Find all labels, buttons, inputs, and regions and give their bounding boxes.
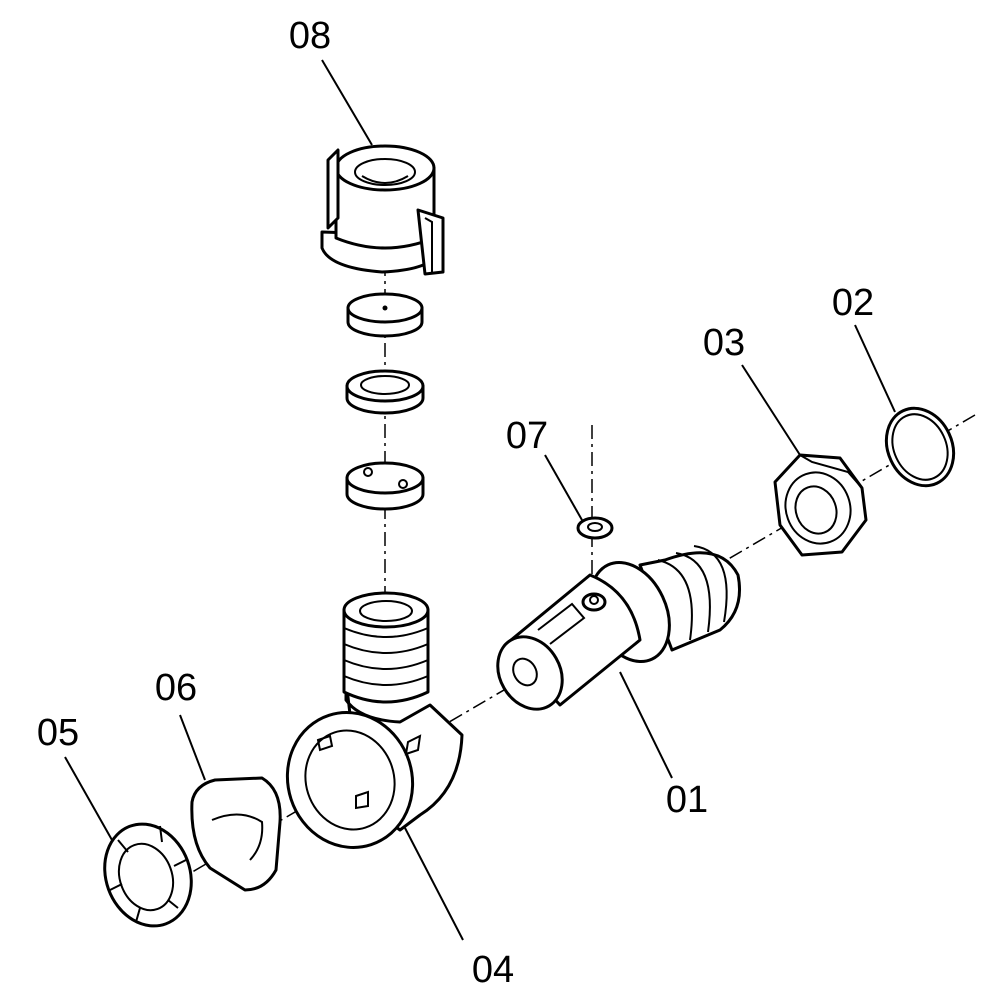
- callout-04: 04: [472, 949, 514, 991]
- callout-08: 08: [289, 15, 331, 57]
- callout-03: 03: [703, 322, 745, 364]
- callout-02: 02: [832, 282, 874, 324]
- callout-01: 01: [666, 779, 708, 821]
- callout-07: 07: [506, 415, 548, 457]
- part-08-cap: [320, 144, 445, 276]
- part-06-crescent-shim: [190, 776, 282, 892]
- part-04-elbow-housing: [285, 591, 464, 849]
- callout-labels: 08 02 03 07 06 05 01 04: [37, 15, 874, 991]
- part-01-valve-body: [496, 545, 742, 711]
- part-disc-upper: [346, 292, 424, 338]
- callout-06: 06: [155, 667, 197, 709]
- part-ring-washer: [345, 369, 425, 415]
- part-03-hex-nut: [773, 453, 868, 557]
- part-disc-lower: [345, 461, 425, 511]
- part-07-small-washer: [576, 516, 614, 540]
- part-05-castle-ring: [103, 822, 193, 928]
- part-02-o-ring: [884, 406, 956, 488]
- callout-05: 05: [37, 712, 79, 754]
- leader-lines: [64, 59, 896, 941]
